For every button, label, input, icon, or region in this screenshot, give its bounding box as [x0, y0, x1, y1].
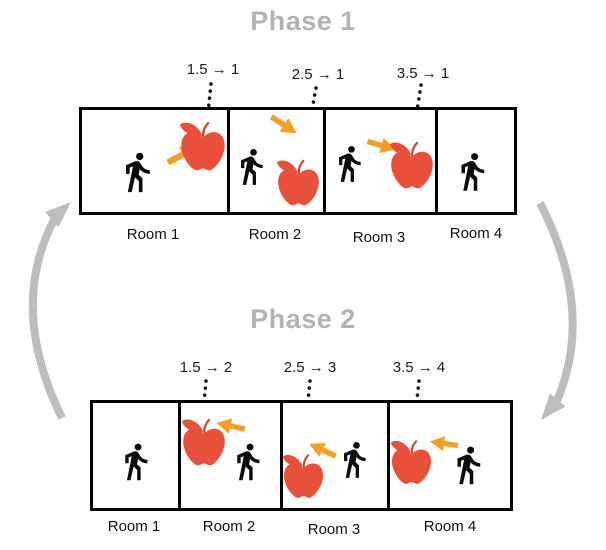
- phase2-room4-label: Room 4: [423, 518, 477, 535]
- person-icon: [329, 127, 369, 200]
- room-divider: [435, 110, 438, 212]
- room-divider: [280, 403, 283, 508]
- room-divider: [387, 403, 390, 508]
- room-divider: [323, 110, 326, 212]
- person-icon: [231, 130, 271, 203]
- apple-icon: [389, 434, 434, 488]
- apple-icon: [275, 150, 322, 213]
- person-icon: [334, 421, 374, 498]
- apple-icon: [388, 133, 436, 195]
- phase2-room3-label: Room 3: [307, 521, 361, 538]
- phase2-room2-label: Room 2: [202, 518, 256, 535]
- phase1-annotation-2: 2.5 → 1: [291, 66, 345, 83]
- person-icon: [115, 138, 159, 206]
- phase1-room3-label: Room 3: [352, 229, 406, 246]
- room-divider: [227, 110, 230, 212]
- phase1-room1-label: Room 1: [126, 226, 180, 243]
- person-icon: [115, 423, 156, 500]
- phase2-title: Phase 2: [250, 304, 356, 334]
- room-divider: [178, 403, 181, 508]
- phase1-title: Phase 1: [250, 6, 356, 36]
- person-icon: [447, 428, 489, 502]
- phase2-annotation-1: 1.5 → 2: [179, 359, 233, 376]
- person-icon: [227, 423, 268, 500]
- phase2-rooms-box: [90, 400, 513, 511]
- phase1-room2-label: Room 2: [248, 226, 302, 243]
- person-icon: [451, 137, 493, 206]
- phase2-room1-label: Room 1: [107, 518, 161, 535]
- phase1-rooms-box: [79, 107, 517, 215]
- phase1-room4-label: Room 4: [449, 225, 503, 242]
- phase1-annotation-1: 1.5 → 1: [186, 61, 240, 78]
- phase1-annotation-3: 3.5 → 1: [396, 65, 450, 82]
- phase2-annotation-2: 2.5 → 3: [283, 359, 337, 376]
- phase2-annotation-3: 3.5 → 4: [392, 359, 446, 376]
- apple-icon: [178, 112, 228, 178]
